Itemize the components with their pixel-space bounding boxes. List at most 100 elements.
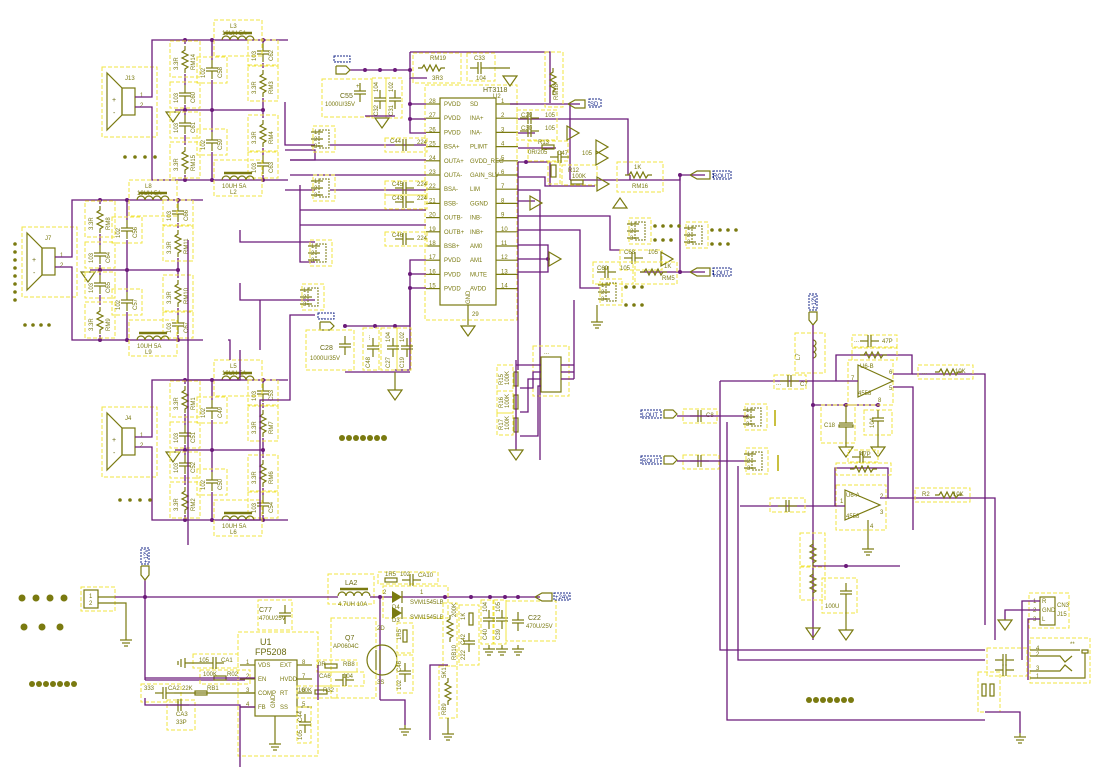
ic-pin-name: PVDD xyxy=(444,287,461,293)
c28-capacitor: C28 1000U/35V xyxy=(305,329,355,371)
filter-part-value: 103 xyxy=(252,162,258,173)
c33-value: 104 xyxy=(476,76,487,82)
power-pin-1: 1 xyxy=(89,594,93,600)
switch-pin-label: 2 xyxy=(747,459,751,465)
c33-capacitor: C33 104 xyxy=(466,52,518,87)
ca1-value: 105 xyxy=(199,658,210,664)
d4-pin-2: 2 xyxy=(383,590,387,596)
ic-pin-name: MUTE xyxy=(470,272,487,278)
filter-part-value: 3.3R xyxy=(174,57,180,70)
ic-pin-num: 27 xyxy=(429,113,436,119)
lout-net-label: LOUT xyxy=(689,267,732,277)
q7-value: AP0604C xyxy=(333,644,359,650)
c104-capacitor: 104 xyxy=(863,409,893,458)
c19-value: 102 xyxy=(400,331,406,342)
ic-pin-num: 3 xyxy=(501,127,505,133)
r17-value: 100K xyxy=(505,416,511,430)
ca2-value: 333 xyxy=(144,686,155,692)
ic-pin-num: 22 xyxy=(429,184,436,190)
filter-part-ref: RM1 xyxy=(191,397,197,410)
ic-pin-name: BSB+ xyxy=(444,244,460,250)
speaker-plus: + xyxy=(112,437,116,444)
filter-part-value: 3.3R xyxy=(167,241,173,254)
c33-ref: C33 xyxy=(474,56,486,62)
filter-part-ref: RM6 xyxy=(269,471,275,484)
r13-ref: R13 xyxy=(538,140,550,146)
c40-ref: C40 xyxy=(483,628,489,640)
switch-pin-label: 1 xyxy=(687,226,691,232)
speaker-pin-1: 1 xyxy=(140,93,144,99)
boost-pin-name: HVDD xyxy=(280,677,298,683)
c39-ref: C39 xyxy=(496,628,502,640)
c69-value: 105 xyxy=(620,266,631,272)
ca10-ref: CA10 xyxy=(418,573,434,579)
ic-pin-name: PVDD xyxy=(444,102,461,108)
ic-pin-name: AVDD xyxy=(470,287,487,293)
svg-text:...: ... xyxy=(776,381,781,387)
filter-part-ref: C65 xyxy=(106,281,112,293)
c47-ref: C47 xyxy=(557,151,569,157)
filter-part-value: 102 xyxy=(116,227,122,238)
c48-ref: C48 xyxy=(366,356,372,368)
power-pin-2: 2 xyxy=(89,601,93,607)
switch-pin-label: 1 xyxy=(314,130,318,136)
junction-dots xyxy=(343,68,682,328)
ic-pin-num: 7 xyxy=(501,184,505,190)
ic-pin-num: 16 xyxy=(429,269,436,275)
switch-pin-label: 2 xyxy=(311,251,315,257)
vout-24v-net-label: +24V xyxy=(534,592,571,602)
svg-text:+: + xyxy=(356,84,360,90)
ic-pin-name: SD xyxy=(470,102,479,108)
pvdd-top-text: .... xyxy=(335,58,342,64)
ic-pin-name: PLIMT xyxy=(470,145,488,151)
d3-ref: D3 xyxy=(392,618,400,624)
r16-value: 100K xyxy=(505,394,511,408)
ic-pin-name: INB+ xyxy=(470,230,484,236)
rm5-resistor: 1K RM5 xyxy=(634,261,678,285)
lout-net-text: LOUT xyxy=(713,271,729,277)
svg-text:...: ... xyxy=(922,370,927,376)
r15-value: 100K xyxy=(505,371,511,385)
ic-pin-name: PVDD xyxy=(444,130,461,136)
filter-part-value: 103 xyxy=(89,252,95,263)
filter-part-ref: C57 xyxy=(133,298,139,310)
filter-part-ref: C60 xyxy=(191,91,197,103)
boost-pin-name: VDS xyxy=(258,663,270,669)
rb9-value: 5K1 xyxy=(442,667,448,678)
filter-part-ref: RM14 xyxy=(191,53,197,70)
c32-c31-capacitors: 104 C32 102 C31 xyxy=(365,77,403,129)
u6b-pin-8: 8 xyxy=(878,398,882,404)
r16-ref: R16 xyxy=(499,396,505,408)
ca6-ref: CA6 xyxy=(319,674,331,680)
c44-ref: C44 xyxy=(390,139,402,145)
ic-pin-name: OUTA- xyxy=(444,173,462,179)
filter-part-ref: C59 xyxy=(218,138,224,150)
bead-clusters-left xyxy=(13,155,387,502)
q7-ref: Q7 xyxy=(345,635,354,642)
ic-pin-num: 13 xyxy=(501,269,508,275)
switch-pin-label: 2 xyxy=(601,290,605,296)
speaker-pin-1: 1 xyxy=(140,433,144,439)
switch-pin-label: 2 xyxy=(314,186,318,192)
jack-ref: J15 xyxy=(1057,612,1067,618)
c30-ref: C30 xyxy=(521,126,533,132)
preamp-rout-text: ROUT xyxy=(642,459,659,465)
switch-pin-label: 1 xyxy=(746,408,750,414)
rb9-ref: RB9 xyxy=(442,703,448,715)
switch-pin-label: 2 xyxy=(687,233,691,239)
ic-pin-num: 18 xyxy=(429,241,436,247)
ic-pin-name: GAIN_SLV xyxy=(470,173,499,179)
filter-part-ref: C51 xyxy=(191,431,197,443)
boost-pin-name: EXT xyxy=(280,663,292,669)
ic-pin-num: 6 xyxy=(501,170,505,176)
filter-part-ref: C54 xyxy=(269,501,275,513)
boost-pin-name: RT xyxy=(280,691,288,697)
ca10-value: 102 xyxy=(400,572,411,578)
c55-capacitor: + C55 1000U/35V xyxy=(321,78,373,118)
ic-pin-name: INA- xyxy=(470,130,482,136)
r68-value: 1K xyxy=(461,613,467,620)
c44b-ref: C44 xyxy=(298,710,304,722)
c27-value: 104 xyxy=(386,331,392,342)
